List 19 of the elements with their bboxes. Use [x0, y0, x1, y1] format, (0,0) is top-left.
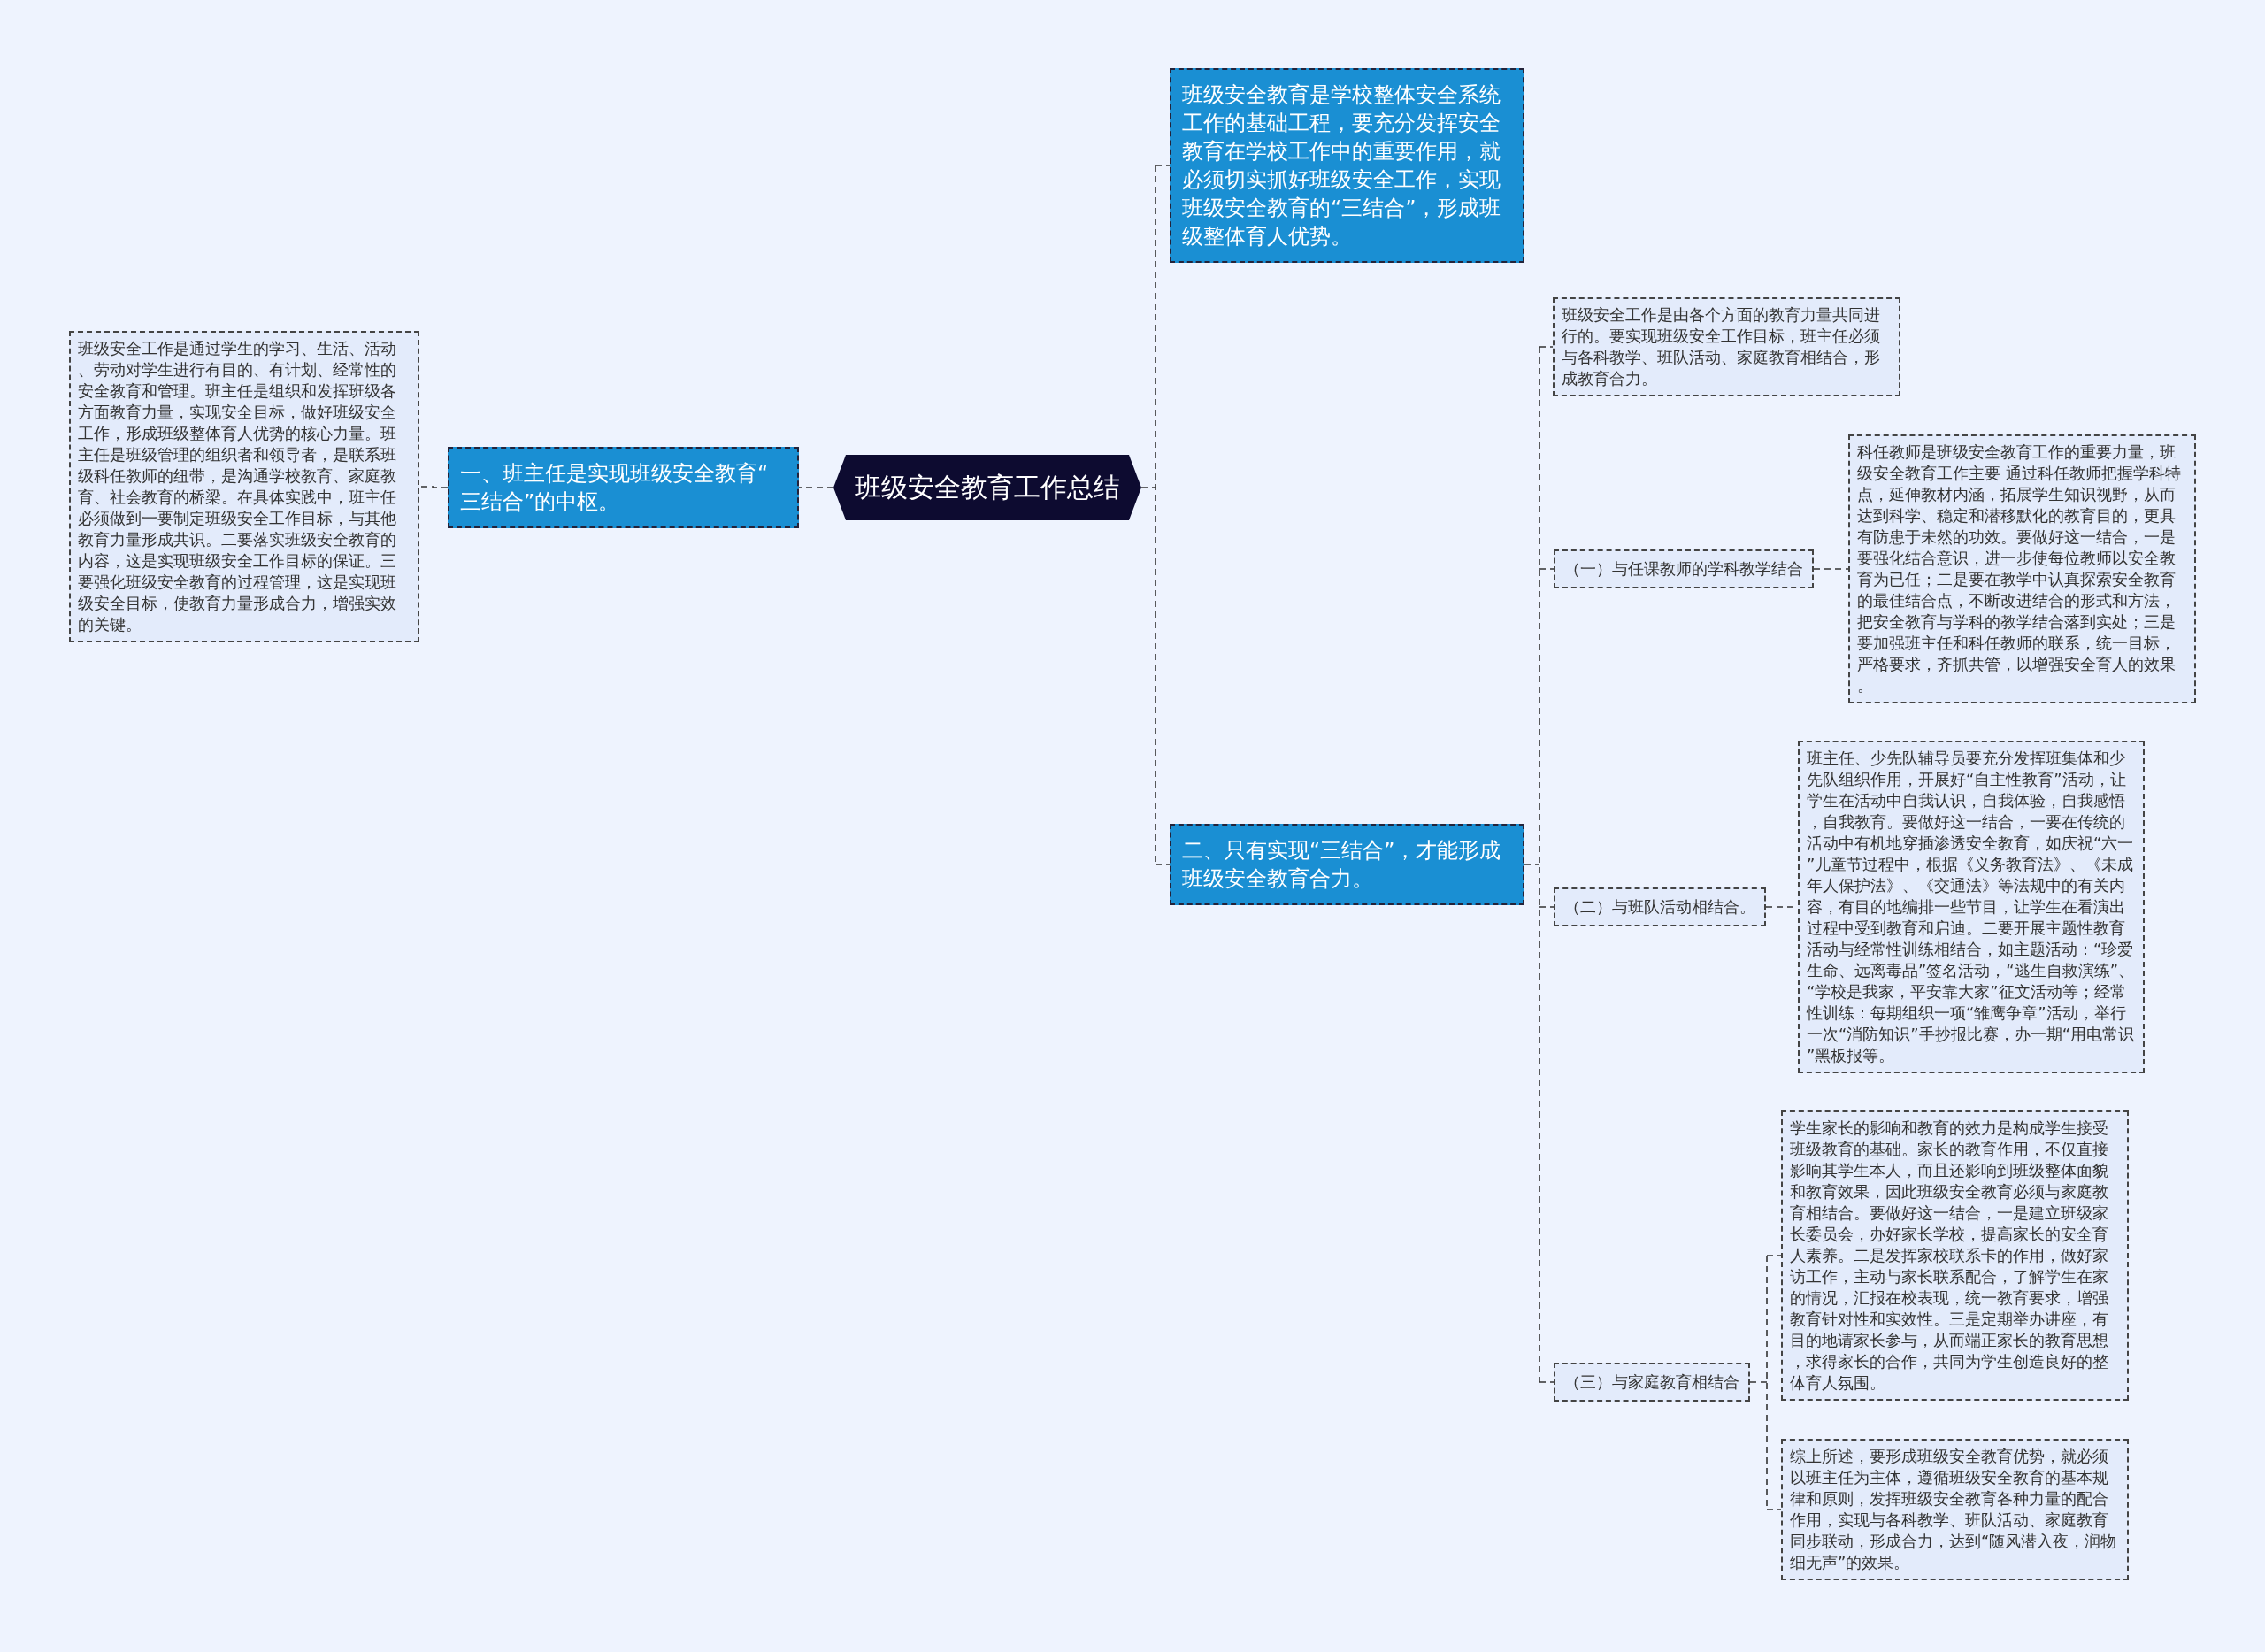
text-box: 科任教师是班级安全教育工作的重要力量，班级安全教育工作主要 通过科任教师把握学科特点，延伸教材内涵，拓展学生知识视野，从而达到科学、稳定和潜移默化的教育目的，更具有防患于未然的功效。要做好这一结合，一是要强化结合意识，进一步使每位教师以安全教育为已任；二是要在教学中认真探索安全教育的最佳结合点，不断改进结合的形式和方法，把安全教育与学科的教学结合落到实处；三是要加强班主任和科任教师的联系，统一目标，严格要求，齐抓共管，以增强安全育人的效果。: [1848, 434, 2196, 703]
text-box: 学生家长的影响和教育的效力是构成学生接受班级教育的基础。家长的教育作用，不仅直接影响其学生本人，而且还影响到班级整体面貌和教育效果，因此班级安全教育必须与家庭教育相结合。要做好这一结合，一是建立班级家长委员会，办好家长学校，提高家长的安全育人素养。二是发挥家校联系卡的作用，做好家访工作，主动与家长联系配合，了解学生在家的情况，汇报在校表现，统一教育要求，增强教育针对性和实效性。三是定期举办讲座，有目的地请家长参与，从而端正家长的教育思想，求得家长的合作，共同为学生创造良好的整体育人氛围。: [1781, 1110, 2129, 1401]
branch-box: 班级安全教育是学校整体安全系统工作的基础工程，要充分发挥安全教育在学校工作中的重要作用，就必须切实抓好班级安全工作，实现班级安全教育的“三结合”，形成班级整体育人优势。: [1170, 68, 1524, 263]
text-box: 班主任、少先队辅导员要充分发挥班集体和少先队组织作用，开展好“自主性教育”活动，让学生在活动中自我认识，自我体验，自我感悟，自我教育。要做好这一结合，一要在传统的活动中有机地穿插渗透安全教育，如庆祝“六一”儿童节过程中，根据《义务教育法》、《未成年人保护法》、《交通法》等法规中的有关内容，有目的地编排一些节目，让学生在看演出过程中受到教育和启迪。二要开展主题性教育活动与经常性训练相结合，如主题活动：“珍爱生命、远离毒品”签名活动，“逃生自救演练”、“学校是我家，平安靠大家”征文活动等；经常性训练：每期组织一项“雏鹰争章”活动，举行一次“消防知识”手抄报比赛，办一期“用电常识”黑板报等。: [1798, 741, 2145, 1073]
text-box: 综上所述，要形成班级安全教育优势，就必须以班主任为主体，遵循班级安全教育的基本规律和原则，发挥班级安全教育各种力量的配合作用，实现与各科教学、班队活动、家庭教育同步联动，形成合力，达到“随风潜入夜，润物细无声”的效果。: [1781, 1439, 2129, 1580]
connector-line: [798, 487, 834, 488]
branch-box: 一、班主任是实现班级安全教育“三结合”的中枢。: [448, 447, 799, 528]
text-box: 班级安全工作是通过学生的学习、生活、活动、劳动对学生进行有目的、有计划、经常性的安全教育和管理。班主任是组织和发挥班级各方面教育力量，实现安全目标，做好班级安全工作，形成班级整体育人优势的核心力量。班主任是班级管理的组织者和领导者，是联系班级科任教师的纽带，是沟通学校教育、家庭教育、社会教育的桥梁。在具体实践中，班主任必须做到一要制定班级安全工作目标，与其他教育力量形成共识。二要落实班级安全教育的内容，这是实现班级安全工作目标的保证。三要强化班级安全教育的过程管理，这是实现班级安全目标，使教育力量形成合力，增强实效的关键。: [69, 331, 419, 642]
subtopic-box: （三）与家庭教育相结合: [1554, 1363, 1750, 1402]
connector-line: [1813, 568, 1849, 570]
connector-line: [418, 486, 449, 488]
subtopic-box: （一）与任课教师的学科教学结合: [1554, 549, 1814, 588]
connector-line: [1524, 346, 1555, 1383]
branch-box: 二、只有实现“三结合”，才能形成班级安全教育合力。: [1170, 824, 1524, 905]
text-box: 班级安全工作是由各个方面的教育力量共同进行的。要实现班级安全工作目标，班主任必须与各科教学、班队活动、家庭教育相结合，形成教育合力。: [1553, 297, 1900, 396]
subtopic-box: （二）与班队活动相结合。: [1554, 887, 1766, 926]
connector-line: [1140, 165, 1171, 865]
central-topic: 班级安全教育工作总结: [833, 455, 1141, 520]
connector-line: [1749, 1255, 1782, 1510]
